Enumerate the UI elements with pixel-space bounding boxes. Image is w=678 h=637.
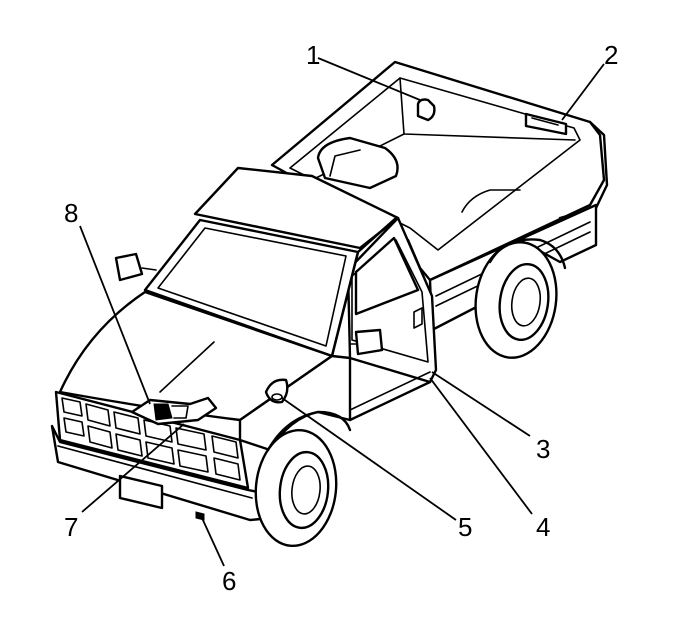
- callout-7: 7: [64, 512, 78, 542]
- leader-3: [431, 371, 531, 437]
- callout-2: 2: [604, 40, 618, 70]
- callout-4: 4: [536, 512, 550, 542]
- leader-lines: [79, 57, 605, 567]
- leader-1: [317, 57, 421, 101]
- callout-3: 3: [536, 434, 550, 464]
- leader-6: [201, 517, 225, 567]
- callout-6: 6: [222, 566, 236, 596]
- leader-7: [81, 423, 185, 513]
- leader-4: [429, 377, 533, 515]
- callout-1: 1: [306, 40, 320, 70]
- leader-5: [281, 397, 457, 521]
- truck-cab: [114, 166, 438, 384]
- truck-bed: [270, 60, 609, 359]
- callout-5: 5: [458, 512, 472, 542]
- callout-8: 8: [64, 198, 78, 228]
- callouts: 1 2 3 4 5 6 7 8: [64, 40, 618, 596]
- truck-front: [50, 290, 432, 548]
- leader-8: [79, 225, 151, 405]
- leader-2: [561, 63, 605, 121]
